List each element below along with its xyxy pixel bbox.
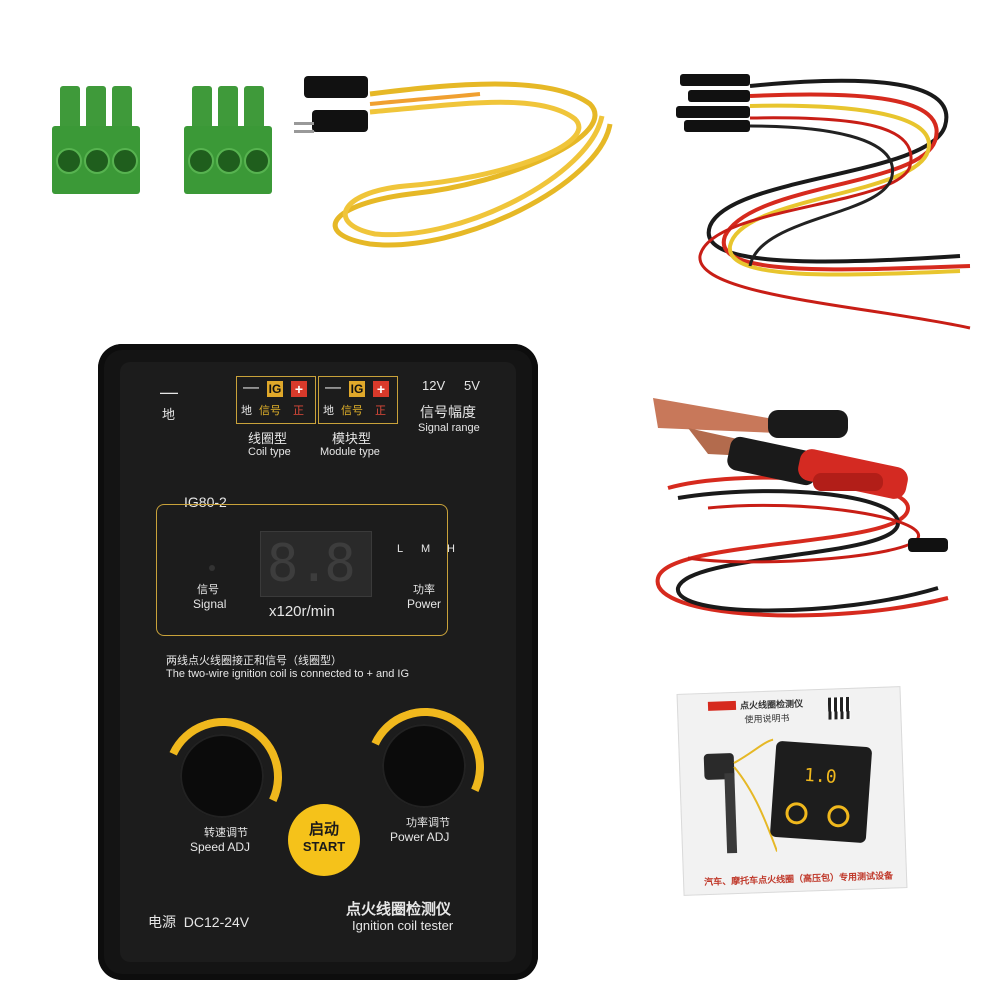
power-adj-label-cn: 功率调节 <box>406 817 450 829</box>
coil-positive-text: 正 <box>293 405 304 417</box>
product-name-en: Ignition coil tester <box>352 918 454 933</box>
coil-type-en: Coil type <box>248 446 291 458</box>
coil-signal-text: 信号 <box>259 405 281 417</box>
ground-label: 地 <box>162 407 176 422</box>
product-name-cn: 点火线圈检测仪 <box>346 901 452 918</box>
signal-label-cn: 信号 <box>197 584 219 596</box>
manual-logo <box>707 700 737 711</box>
start-button[interactable]: 启动 START <box>288 804 360 876</box>
led-display: 8. 8 <box>260 531 372 597</box>
power-adj-knob[interactable] <box>382 724 466 808</box>
power-level-l: L <box>397 543 404 555</box>
module-type-cn: 模块型 <box>332 431 372 446</box>
manual-footer: 汽车、摩托车点火线圈（高压包）专用测试设备 <box>703 870 894 888</box>
display-unit: x120r/min <box>269 603 335 620</box>
signal-range-cn: 信号幅度 <box>420 404 476 420</box>
manual-subtitle: 使用说明书 <box>744 713 790 725</box>
manual-title: 点火线圈检测仪 <box>739 698 804 711</box>
led-digit-1: 8. <box>267 534 330 594</box>
power-supply-label: 电源 DC12-24V <box>148 914 250 930</box>
power-level-m: M <box>421 543 431 555</box>
signal-range-5v: 5V <box>464 378 480 393</box>
module-ig-label: IG <box>349 381 365 397</box>
instruction-manual: 点火线圈检测仪 使用说明书 1.0 汽车、摩托车点火线圈（高压包）专用测试设备 <box>676 686 908 896</box>
coil-ground-text: 地 <box>241 405 252 417</box>
device-panel: — 地 — IG + 地 信号 正 线圈型 Coil type — IG + 地… <box>120 362 516 962</box>
module-type-terminal: — IG + 地 信号 正 <box>318 376 398 424</box>
yellow-jumper-wires <box>294 76 613 248</box>
module-signal-text: 信号 <box>341 405 363 417</box>
power-adj-label-en: Power ADJ <box>390 830 450 844</box>
signal-label-en: Signal <box>193 597 227 611</box>
speed-label-cn: 转速调节 <box>204 827 248 839</box>
wire-bundle <box>676 74 971 330</box>
module-ground-text: 地 <box>323 405 334 417</box>
coil-ig-label: IG <box>267 381 283 397</box>
terminal-block-left <box>52 86 140 194</box>
manual-screen-value: 1.0 <box>803 764 838 789</box>
coil-minus: — <box>243 379 259 396</box>
manual-qr-code <box>827 696 851 720</box>
led-digit-2: 8 <box>324 534 356 594</box>
ground-symbol: — <box>160 382 178 402</box>
signal-range-12v: 12V <box>422 378 446 393</box>
model-label: IG80-2 <box>180 494 231 510</box>
power-level-h: H <box>447 543 455 555</box>
signal-led <box>209 565 215 571</box>
speed-adj-knob[interactable] <box>180 734 264 818</box>
module-type-en: Module type <box>320 446 380 458</box>
start-label-cn: 启动 <box>308 821 339 838</box>
module-minus: — <box>325 379 341 396</box>
manual-coil-illustration <box>703 738 778 854</box>
instruction-en: The two-wire ignition coil is connected … <box>166 668 410 680</box>
display-panel: 8. 8 x120r/min 信号 Signal L M H 功率 Power <box>156 504 455 636</box>
speed-label-en: Speed ADJ <box>190 840 251 854</box>
power-label-cn: 功率 <box>413 584 435 596</box>
start-label-en: START <box>302 839 346 854</box>
terminal-block-right <box>184 86 272 194</box>
coil-type-cn: 线圈型 <box>248 431 288 446</box>
instruction-cn: 两线点火线圈接正和信号（线圈型） <box>166 655 342 667</box>
module-positive-text: 正 <box>375 405 386 417</box>
ignition-coil-tester: — 地 — IG + 地 信号 正 线圈型 Coil type — IG + 地… <box>98 344 538 980</box>
coil-plus-label: + <box>291 381 307 397</box>
signal-range-en: Signal range <box>418 422 480 434</box>
power-label-en: Power <box>407 597 442 611</box>
coil-type-terminal: — IG + 地 信号 正 <box>236 376 316 424</box>
alligator-clip-cable <box>653 398 949 618</box>
manual-device-image: 1.0 <box>769 740 873 844</box>
module-plus-label: + <box>373 381 389 397</box>
